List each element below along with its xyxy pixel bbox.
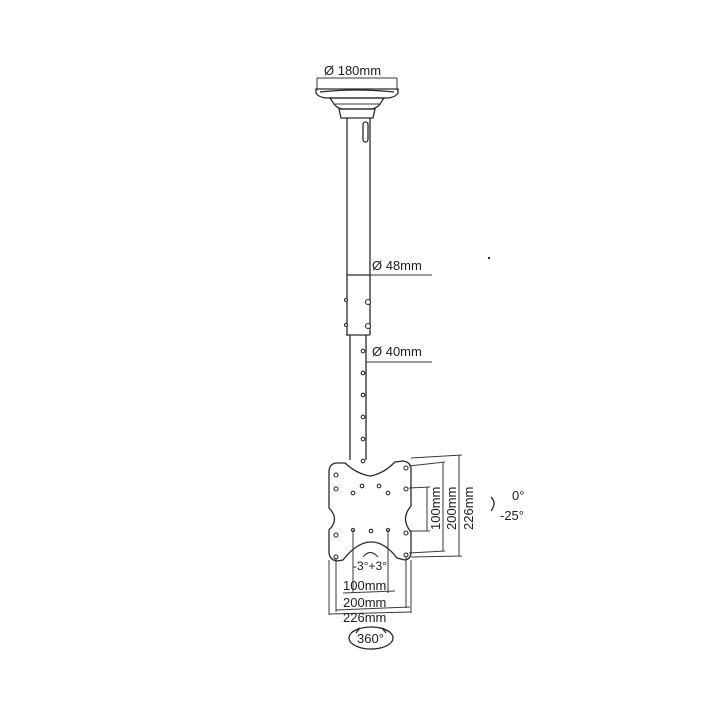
lower-pole-diameter-label: Ø 40mm: [372, 344, 422, 359]
upper-pole-diameter-label: Ø 48mm: [372, 258, 422, 273]
vertical-100mm-label: 100mm: [428, 487, 443, 530]
vertical-dimensions: [408, 454, 463, 558]
upper-pole: [343, 118, 372, 336]
lower-pole: [349, 335, 367, 464]
rotation-arrow-left-icon: [351, 627, 361, 634]
horizontal-200mm-label: 200mm: [343, 595, 386, 610]
swivel-label: -3°+3°: [353, 559, 387, 573]
horizontal-226mm-label: 226mm: [343, 610, 386, 625]
horizontal-100mm-label: 100mm: [343, 578, 386, 593]
vesa-plate: [328, 460, 412, 562]
rotation-ellipse-icon: [348, 626, 394, 650]
vertical-200mm-label: 200mm: [444, 487, 459, 530]
stray-dot: [488, 257, 490, 259]
tilt-min-label: -25°: [500, 508, 524, 523]
ceiling-plate-diameter-label: Ø 180mm: [324, 63, 381, 78]
horizontal-dimensions: [328, 530, 412, 615]
rotation-arrow-right-icon: [381, 627, 391, 634]
tilt-arc-icon: [490, 496, 495, 512]
rotation-label: 360°: [357, 631, 384, 646]
ceiling-plate: [315, 77, 399, 119]
vertical-226mm-label: 226mm: [461, 487, 476, 530]
tilt-max-label: 0°: [512, 488, 524, 503]
swivel-arc-icon: [363, 552, 378, 557]
